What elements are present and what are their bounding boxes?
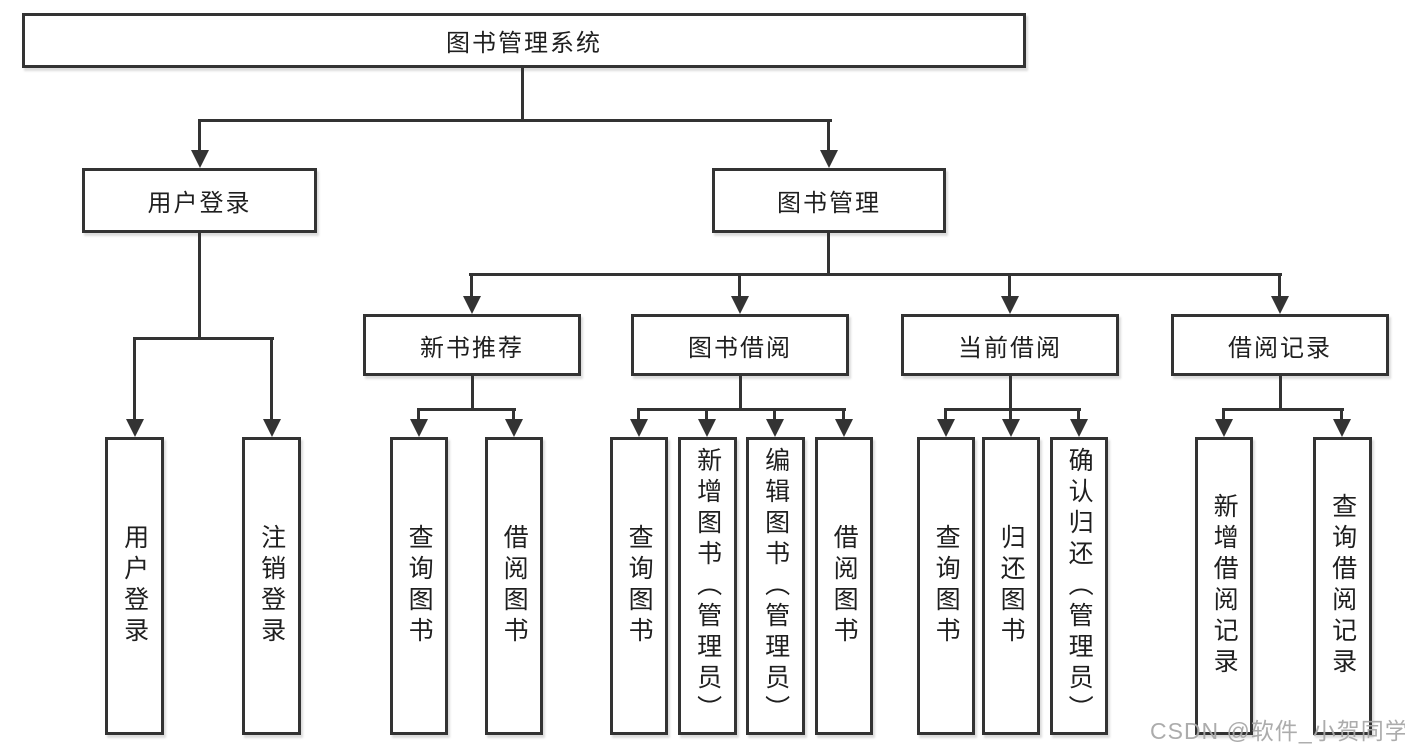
connector-line [470,273,473,298]
arrow-down-icon [766,419,784,437]
node-logout: 注销登录 [242,437,301,735]
connector-line [471,376,474,410]
arrow-down-icon [1002,419,1020,437]
connector-line [827,233,830,275]
watermark: CSDN @软件_小贺同学 [1150,718,1405,744]
connector-line [198,119,201,152]
connector-line [1222,408,1344,411]
connector-line [1077,408,1080,421]
connector-line [521,68,524,121]
connector-line [944,408,1081,411]
arrow-down-icon [698,419,716,437]
node-book-borrowing: 图书借阅 [631,314,849,376]
node-current-confirm-return-admin: 确认归还（管理员） [1050,437,1108,735]
connector-line [1008,273,1011,298]
connector-line [133,337,136,421]
connector-line [198,233,201,340]
arrow-down-icon [1271,296,1289,314]
connector-line [773,408,776,421]
arrow-down-icon [1001,296,1019,314]
connector-line [637,408,846,411]
node-borrowing-records: 借阅记录 [1171,314,1389,376]
arrow-down-icon [1215,419,1233,437]
connector-line [705,408,708,421]
node-user-login-module: 用户登录 [82,168,317,233]
connector-line [417,408,516,411]
arrow-down-icon [937,419,955,437]
connector-line [198,119,832,122]
arrow-down-icon [835,419,853,437]
connector-line [417,408,420,421]
node-borrowing-borrow-books: 借阅图书 [815,437,873,735]
node-recommend-borrow-books: 借阅图书 [485,437,543,735]
arrow-down-icon [505,419,523,437]
connector-line [1340,408,1343,421]
connector-line [270,337,273,421]
connector-line [738,273,741,298]
arrow-down-icon [191,150,209,168]
node-records-add-borrow-record: 新增借阅记录 [1195,437,1253,735]
node-borrowing-edit-book-admin: 编辑图书（管理员） [746,437,805,735]
node-current-query-books: 查询图书 [917,437,975,735]
node-recommend-query-books: 查询图书 [390,437,448,735]
node-records-query-borrow-record: 查询借阅记录 [1313,437,1372,735]
connector-line [1278,273,1281,298]
arrow-down-icon [1333,419,1351,437]
connector-line [133,337,274,340]
connector-line [739,376,742,410]
node-current-borrowing: 当前借阅 [901,314,1119,376]
connector-line [827,119,830,152]
arrow-down-icon [731,296,749,314]
connector-line [1009,376,1012,410]
node-user-login: 用户登录 [105,437,164,735]
arrow-down-icon [410,419,428,437]
arrow-down-icon [263,419,281,437]
connector-line [469,273,1282,276]
arrow-down-icon [126,419,144,437]
connector-line [842,408,845,421]
node-new-book-recommendation: 新书推荐 [363,314,581,376]
arrow-down-icon [630,419,648,437]
connector-line [512,408,515,421]
node-book-management: 图书管理 [712,168,946,233]
node-borrowing-add-book-admin: 新增图书（管理员） [678,437,737,735]
arrow-down-icon [1070,419,1088,437]
node-current-return-book: 归还图书 [982,437,1040,735]
connector-line [1009,408,1012,421]
node-borrowing-query-books: 查询图书 [610,437,668,735]
node-library-system: 图书管理系统 [22,13,1026,68]
arrow-down-icon [820,150,838,168]
connector-line [944,408,947,421]
connector-line [637,408,640,421]
arrow-down-icon [463,296,481,314]
connector-line [1222,408,1225,421]
connector-line [1279,376,1282,410]
